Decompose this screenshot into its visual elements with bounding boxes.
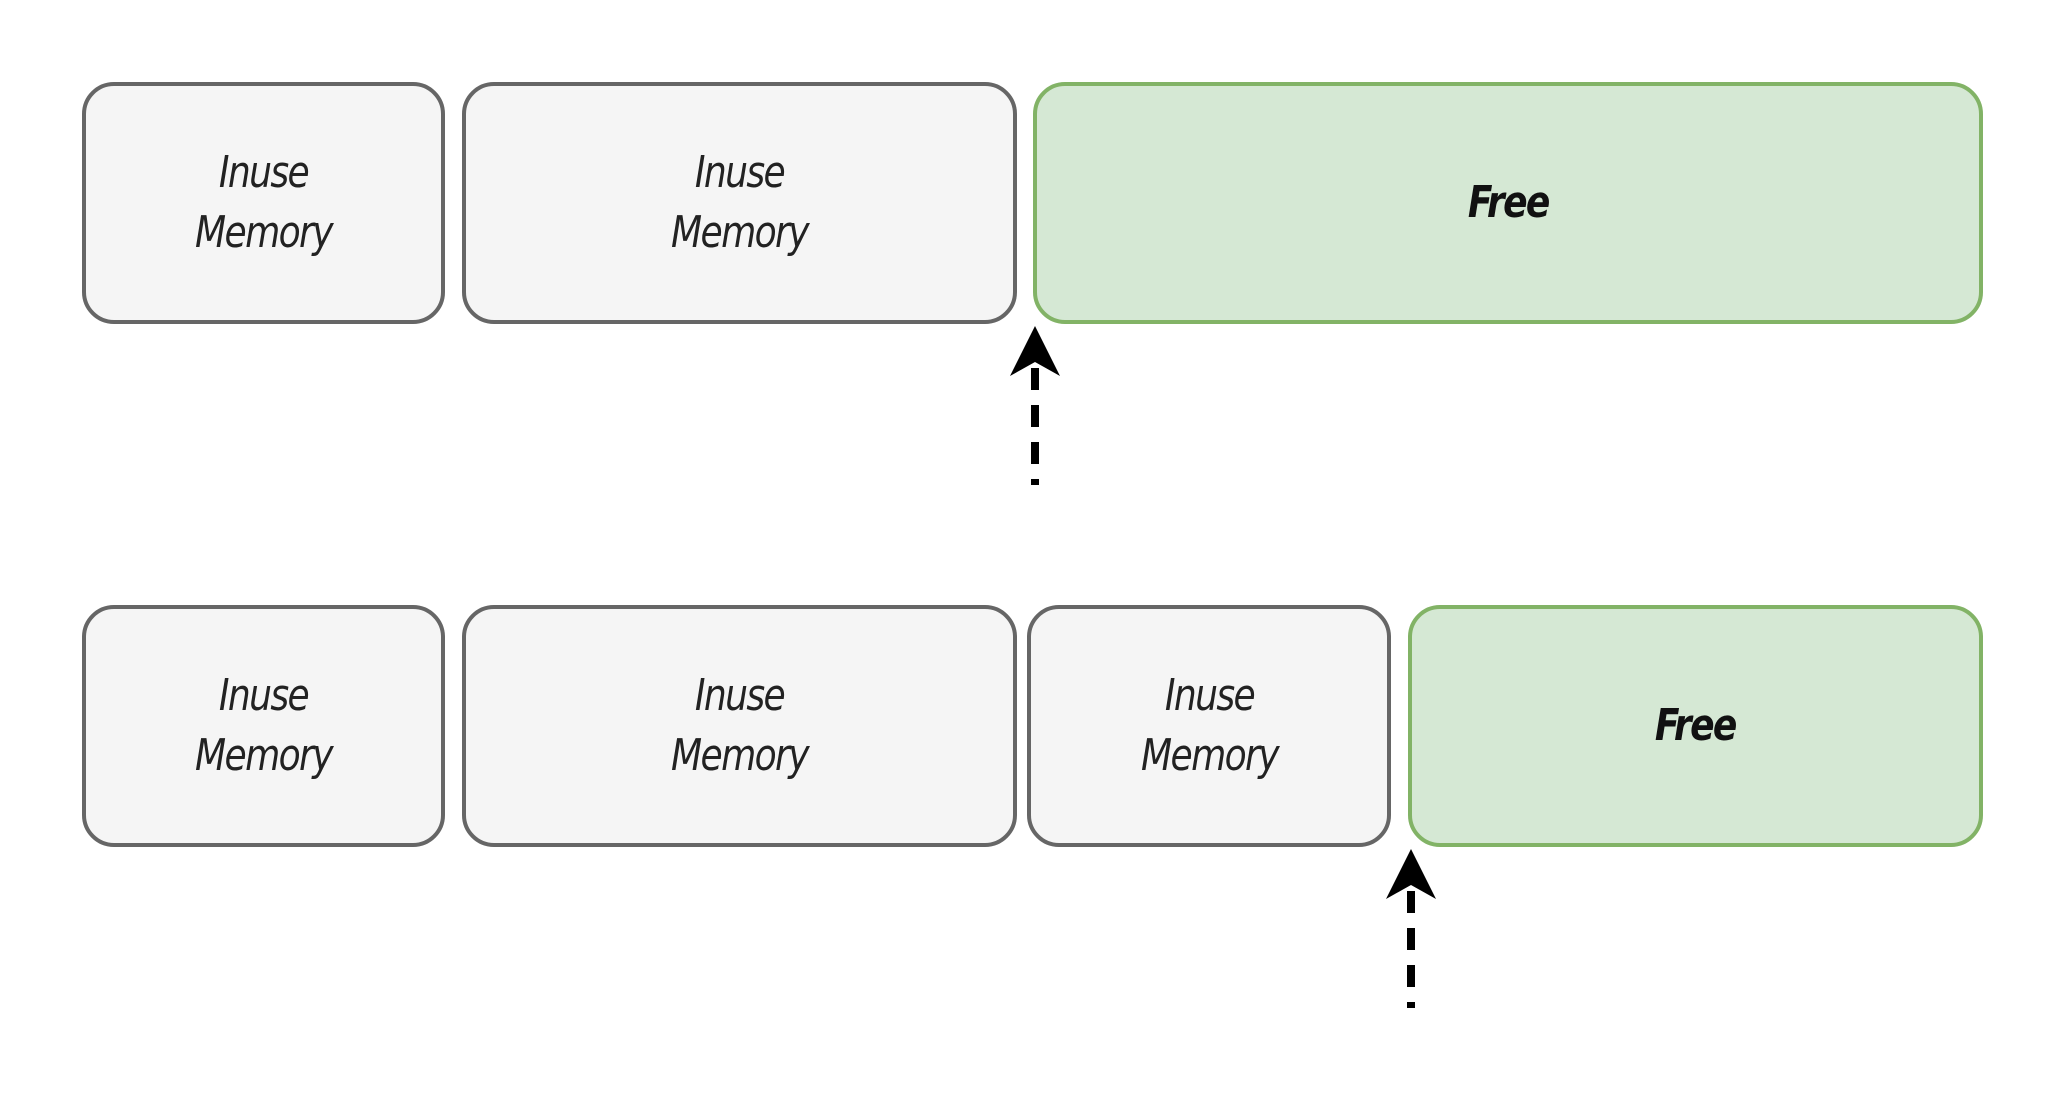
block-label: Inuse Memory xyxy=(671,147,810,258)
block-label: Inuse Memory xyxy=(195,147,334,258)
inuse-memory-block-row2-3: Inuse Memory xyxy=(1027,605,1391,847)
free-memory-block-row2: Free xyxy=(1408,605,1983,847)
arrow-head-icon xyxy=(1010,326,1060,376)
inuse-memory-block-row2-1: Inuse Memory xyxy=(82,605,445,847)
block-label: Inuse Memory xyxy=(1140,670,1280,781)
inuse-memory-block-row1-1: Inuse Memory xyxy=(82,82,445,324)
free-pointer-arrow-row2 xyxy=(1386,849,1436,1008)
inuse-memory-block-row2-2: Inuse Memory xyxy=(462,605,1017,847)
block-label: Inuse Memory xyxy=(671,670,810,781)
block-label: Free xyxy=(1467,177,1550,228)
block-label: Free xyxy=(1655,700,1737,751)
inuse-memory-block-row1-2: Inuse Memory xyxy=(462,82,1017,324)
block-label: Inuse Memory xyxy=(195,670,334,781)
free-memory-block-row1: Free xyxy=(1033,82,1983,324)
free-pointer-arrow-row1 xyxy=(1010,326,1060,485)
arrow-head-icon xyxy=(1386,849,1436,899)
